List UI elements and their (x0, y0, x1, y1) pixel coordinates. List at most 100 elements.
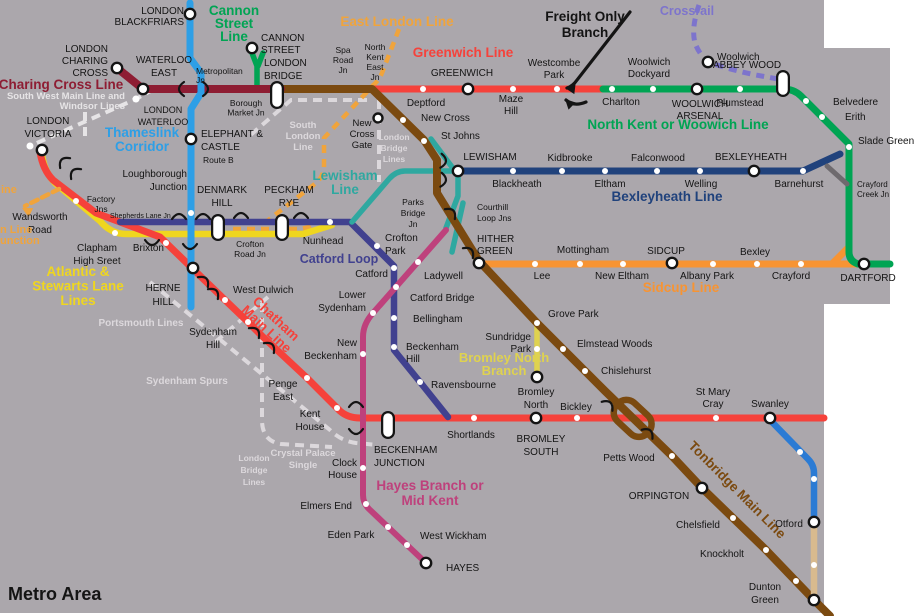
station-label-bellingham-text-0: Bellingham (413, 314, 462, 325)
station-label-beckenham-hill-text-1: Hill (406, 354, 420, 365)
station-clapham-high-sreet (112, 230, 118, 236)
station-label-kidbrooke-text-0: Kidbrooke (547, 153, 592, 164)
line-label-crystal-palace-single-label-text-1: Single (289, 460, 318, 471)
station-label-cannon-street-text-1: STREET (261, 45, 300, 56)
station-label-grove-park: Grove Park (548, 309, 600, 320)
station-new-beckenham (360, 351, 366, 357)
arrow-2 (22, 186, 62, 209)
station-label-clock-house-text-1: House (328, 470, 357, 481)
station-sundridge-park (534, 346, 540, 352)
line-catford-loop (116, 218, 452, 421)
station-label-elmstead-woods-text-0: Elmstead Woods (577, 339, 652, 350)
station-label-catford: Catford (355, 269, 388, 280)
station-label-eden-park-text-0: Eden Park (328, 530, 376, 541)
station-label-new-cross-gate-text-0: New (352, 118, 371, 129)
station-label-sydenham-hill-text-0: Sydenham (189, 327, 237, 338)
station-charlton (609, 86, 615, 92)
station-label-falconwood: Falconwood (631, 153, 685, 164)
station-label-brixton: Brixton (133, 243, 164, 254)
station-label-kent-house-text-1: House (296, 422, 325, 433)
station-label-blackheath: Blackheath (492, 179, 541, 190)
junction-label-north-kent-east-jn-text-1: Kent (366, 52, 384, 62)
station-label-new-cross-gate-text-2: Gate (352, 140, 373, 151)
line-label-north-kent-line-label-text-0: North Kent or Woowich Line (587, 117, 769, 132)
station-westcombe-park (554, 86, 560, 92)
line-label-portsmouth-lines-label-text-0: Portsmouth Lines (98, 318, 183, 329)
junction-label-spa-road-jn-text-2: Jn (339, 65, 348, 75)
line-label-charing-cross-line-label-text-0: Charing Cross Line (0, 77, 124, 92)
line-label-crystal-palace-single-label-text-0: Crystal Palace (271, 448, 336, 459)
bridge-arc-icon-21 (640, 428, 654, 440)
station-label-shortlands-text-0: Shortlands (447, 430, 495, 441)
station-grove-park (534, 320, 540, 326)
station-label-erith-text-0: Erith (845, 112, 866, 123)
station-label-catford-bridge-text-0: Catford Bridge (410, 293, 475, 304)
line-label-bromley-north-branch-label-text-0: Bromley North (459, 350, 549, 365)
station-label-ladywell-text-0: Ladywell (424, 271, 463, 282)
station-label-charlton: Charlton (602, 97, 640, 108)
line-label-sw-main-label-text-1: Windsor Lines (60, 101, 125, 112)
junction-label-north-kent-east-jn-text-2: East (366, 62, 384, 72)
line-label-cannon-street-line-label-text-2: Line (220, 29, 248, 44)
station-label-dunton-green-text-1: Green (751, 595, 779, 606)
station-erith (819, 114, 825, 120)
junction-label-metropolitan-jn-text-0: Metropolitan (196, 66, 243, 76)
station-label-bexley-text-0: Bexley (740, 247, 770, 258)
station-label-wandsworth-road-text-0: Wandsworth (12, 212, 67, 223)
station-label-bromley-north-text-0: Bromley (518, 387, 555, 398)
station-west-wickham (404, 542, 410, 548)
station-label-lewisham-text-0: LEWISHAM (463, 152, 516, 163)
station-label-nunhead: Nunhead (303, 236, 344, 247)
line-label-freight-only-label-text-0: Freight Only (545, 9, 625, 24)
station-west-dulwich (222, 297, 228, 303)
station-orpington (695, 481, 709, 495)
station-label-lower-sydenham-text-0: Lower (339, 290, 367, 301)
station-label-new-beckenham-text-0: New (337, 338, 358, 349)
station-elmstead-woods (560, 346, 566, 352)
station-label-loughborough-junction-text-1: Junction (150, 182, 187, 193)
bridge-arc-icon-11 (206, 287, 220, 301)
station-label-maze-hill-text-0: Maze (499, 94, 524, 105)
station-label-knockholt: Knockholt (700, 549, 744, 560)
bridge-arc-icon-17 (461, 246, 475, 260)
station-label-eltham: Eltham (594, 179, 625, 190)
bridge-arc-icon-19 (347, 427, 365, 436)
line-label-london-bridge-lines-label-1-text-2: Lines (383, 154, 405, 164)
station-label-clock-house-text-0: Clock (332, 458, 358, 469)
station-london-victoria (35, 143, 49, 157)
station-label-elephant-castle-text-0: ELEPHANT & (201, 129, 263, 140)
station-label-herne-hill-text-0: HERNE (145, 283, 180, 294)
bridge-arc-icon-20 (600, 400, 614, 412)
bridge-arc-icon-1 (201, 80, 210, 98)
station-label-hither-green-text-0: HITHER (477, 234, 514, 245)
station-label-bromley-south-text-0: BROMLEY (517, 434, 566, 445)
station-label-elephant-castle: ELEPHANT &CASTLE (201, 129, 263, 153)
line-sydenham-spurs (211, 295, 270, 346)
line-label-edge-fragment-3: unction (0, 235, 40, 247)
line-label-freight-only-label-text-1: Branch (562, 25, 609, 40)
station-ravensbourne (417, 379, 423, 385)
station-label-beckenham-junction-text-1: JUNCTION (374, 458, 425, 469)
station-label-crayford-text-0: Crayford (772, 271, 810, 282)
junction-label-spa-road-jn-text-1: Road (333, 55, 354, 65)
junction-label-courthill-loop-jns-text-1: Loop Jns (477, 213, 512, 223)
bickley-loop-icon (610, 396, 655, 441)
line-label-atlantic-label-text-2: Lines (60, 293, 95, 308)
station-label-st-johns-text-0: St Johns (441, 131, 480, 142)
station-label-denmark-hill-text-1: HILL (211, 198, 233, 209)
station-lewisham (451, 164, 465, 178)
station-label-mottingham-text-0: Mottingham (557, 245, 609, 256)
station-bexleyheath (747, 164, 761, 178)
bridge-arc-icon-2 (58, 156, 72, 170)
line-label-london-bridge-lines-label-2-text-1: Bridge (241, 465, 268, 475)
